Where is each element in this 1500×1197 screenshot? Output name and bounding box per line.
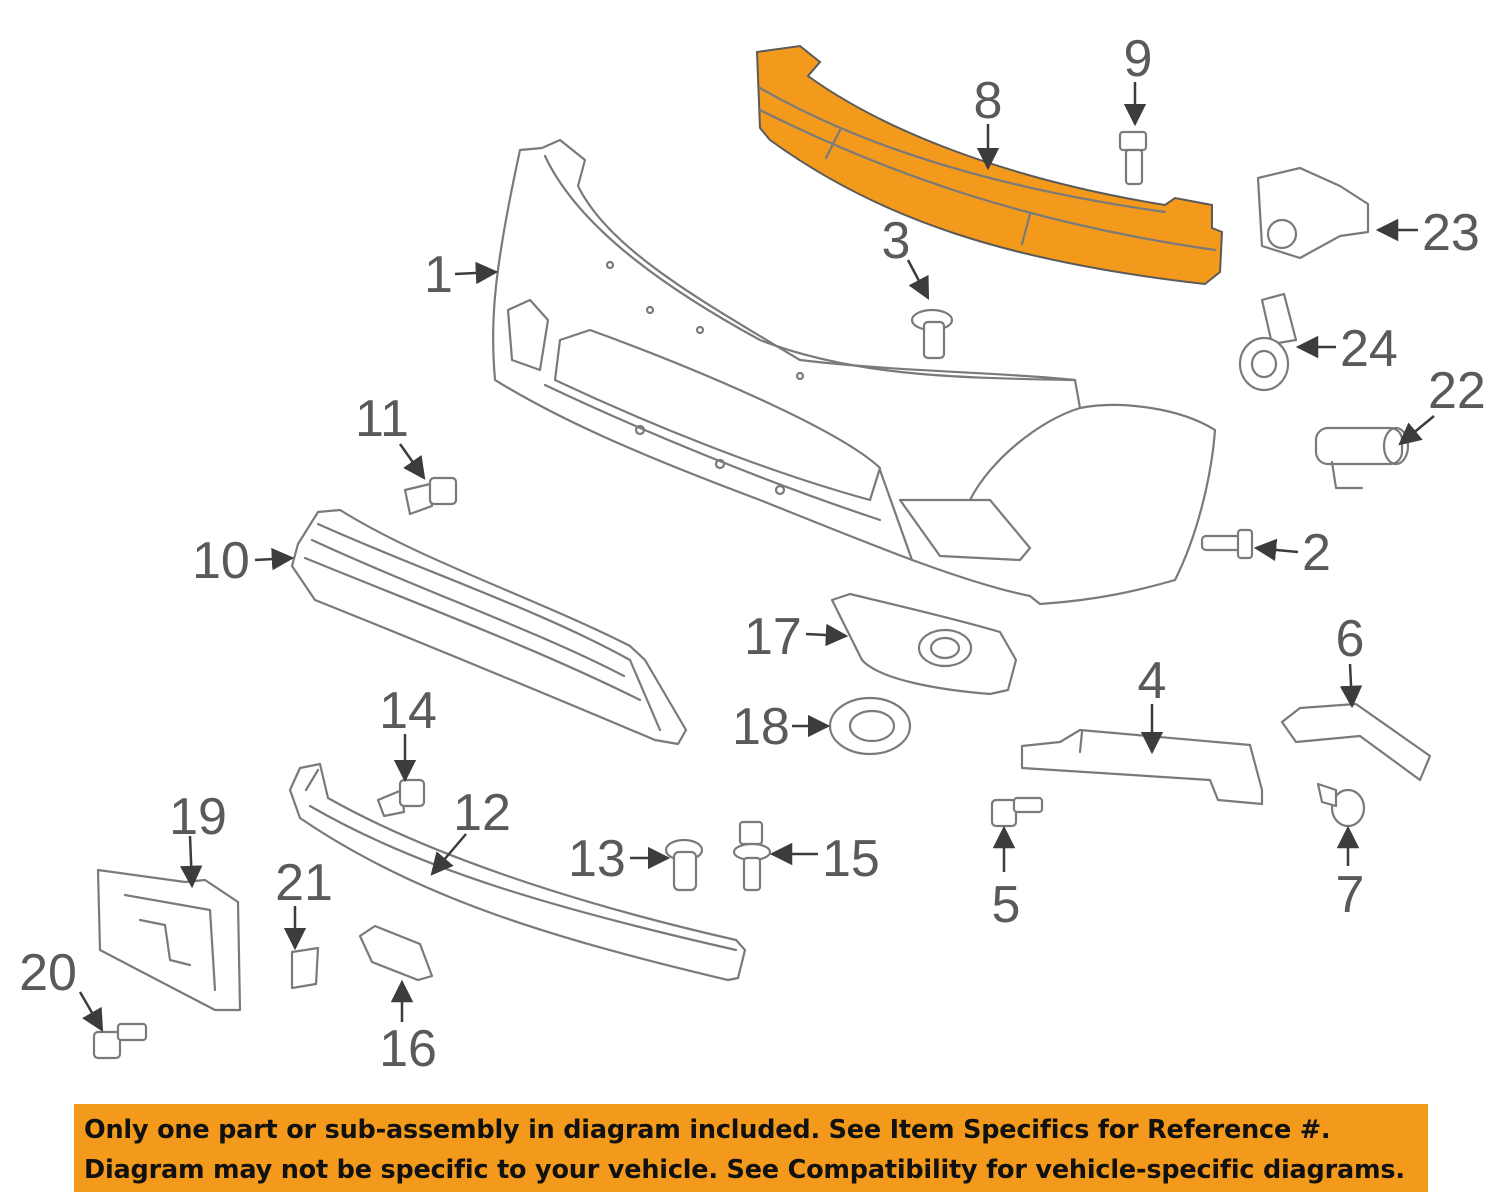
callout-4: 4 (1138, 652, 1167, 710)
part-19-plate-bracket (96, 868, 242, 1012)
part-9-bolt (1118, 130, 1148, 186)
part-1-bumper-cover (492, 138, 1217, 606)
part-7-clip (1316, 782, 1366, 828)
disclaimer-banner: Only one part or sub-assembly in diagram… (74, 1104, 1428, 1192)
callout-labels: 8 9 23 3 1 24 22 2 11 10 17 18 4 6 14 12… (19, 30, 1486, 1078)
callout-22: 22 (1428, 362, 1486, 420)
part-21-pad (290, 946, 320, 990)
callout-24: 24 (1340, 320, 1398, 378)
part-20-bolt (92, 1022, 148, 1060)
part-23-sensor-bracket (1256, 166, 1370, 260)
callout-23: 23 (1422, 204, 1480, 262)
callout-7: 7 (1336, 866, 1365, 924)
callout-21: 21 (275, 854, 333, 912)
callout-2: 2 (1302, 524, 1331, 582)
part-5-bolt (990, 796, 1044, 828)
callout-3: 3 (882, 212, 911, 270)
part-10-lower-grille (290, 508, 688, 746)
part-14-screw (376, 778, 426, 818)
part-13-clip (664, 838, 704, 892)
part-12-lower-spoiler (288, 762, 747, 982)
callout-18: 18 (732, 698, 790, 756)
callout-11: 11 (355, 390, 409, 448)
part-2-screw (1200, 528, 1254, 560)
callout-10: 10 (192, 532, 250, 590)
callout-5: 5 (992, 876, 1021, 934)
callout-13: 13 (568, 830, 626, 888)
part-24-sensor-retainer (1238, 292, 1298, 392)
callout-17: 17 (744, 608, 802, 666)
part-6-bracket (1280, 702, 1432, 782)
callout-12: 12 (453, 784, 511, 842)
callout-16: 16 (379, 1020, 437, 1078)
part-15-bolt (732, 820, 772, 892)
callout-8: 8 (974, 72, 1003, 130)
leader-arrows (78, 82, 1435, 1032)
callout-9: 9 (1124, 30, 1153, 88)
disclaimer-line-2: Diagram may not be specific to your vehi… (84, 1155, 1405, 1185)
part-22-parking-sensor (1314, 426, 1410, 490)
part-4-side-bracket (1020, 728, 1264, 806)
parts-diagram: 8 9 23 3 1 24 22 2 11 10 17 18 4 6 14 12… (19, 30, 1486, 1078)
callout-20: 20 (19, 944, 77, 1002)
callout-6: 6 (1336, 610, 1365, 668)
callout-1: 1 (424, 246, 453, 304)
part-16-clip (358, 924, 434, 982)
part-18-fog-ring (828, 696, 912, 756)
callout-19: 19 (169, 788, 227, 846)
disclaimer-line-1: Only one part or sub-assembly in diagram… (84, 1115, 1331, 1145)
part-3-clip (910, 308, 954, 360)
callout-14: 14 (379, 682, 437, 740)
part-17-fog-bezel (830, 592, 1018, 696)
part-11-screw (403, 476, 458, 516)
callout-15: 15 (822, 830, 880, 888)
